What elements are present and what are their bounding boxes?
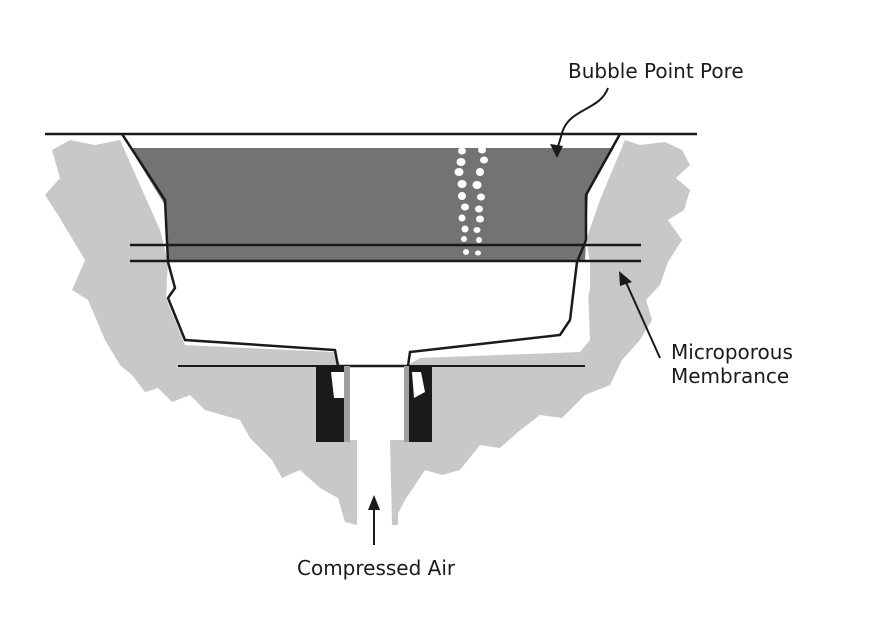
bubble-point-arrow-line — [556, 87, 609, 151]
left-housing-block — [45, 140, 357, 525]
bubble — [476, 215, 484, 223]
bubble — [475, 250, 481, 256]
bubble — [454, 168, 464, 176]
bubble — [480, 156, 488, 164]
membrane-arrowhead — [619, 271, 632, 286]
bubble — [477, 193, 485, 201]
microporous-label-line1: Microporous — [671, 340, 793, 364]
membrane-holder-chamber — [168, 262, 590, 365]
bubble — [458, 192, 466, 200]
bubble-stream — [454, 146, 488, 256]
bubble — [461, 236, 467, 242]
bubble-point-arrowhead — [550, 144, 563, 158]
bubble — [476, 168, 484, 176]
inlet-fitting-left — [316, 366, 350, 442]
microporous-membrane-label: Microporous Membrance — [671, 340, 793, 388]
liquid-reservoir — [130, 148, 614, 262]
bubble — [476, 237, 482, 243]
microporous-label-line2: Membrance — [671, 364, 790, 388]
bubble — [463, 249, 469, 255]
bubble — [473, 227, 481, 233]
air-channel-wall-left — [350, 440, 357, 525]
right-housing-block — [390, 140, 690, 525]
bubble — [472, 181, 482, 189]
bubble — [458, 214, 466, 222]
bubble — [475, 205, 483, 213]
bubble — [456, 158, 466, 166]
compressed-air-label: Compressed Air — [297, 556, 456, 580]
compressed-air-arrowhead — [368, 495, 380, 510]
bubble — [461, 225, 469, 233]
bubble-point-pore-label: Bubble Point Pore — [568, 59, 744, 83]
air-channel-wall-right — [392, 440, 398, 525]
bubble — [457, 180, 467, 188]
bubble — [478, 146, 486, 154]
inlet-fitting-right — [404, 366, 432, 442]
membrane-arrow-line — [624, 279, 661, 359]
bubble — [458, 147, 466, 155]
reservoir-outline — [120, 133, 622, 368]
bubble — [461, 203, 469, 211]
